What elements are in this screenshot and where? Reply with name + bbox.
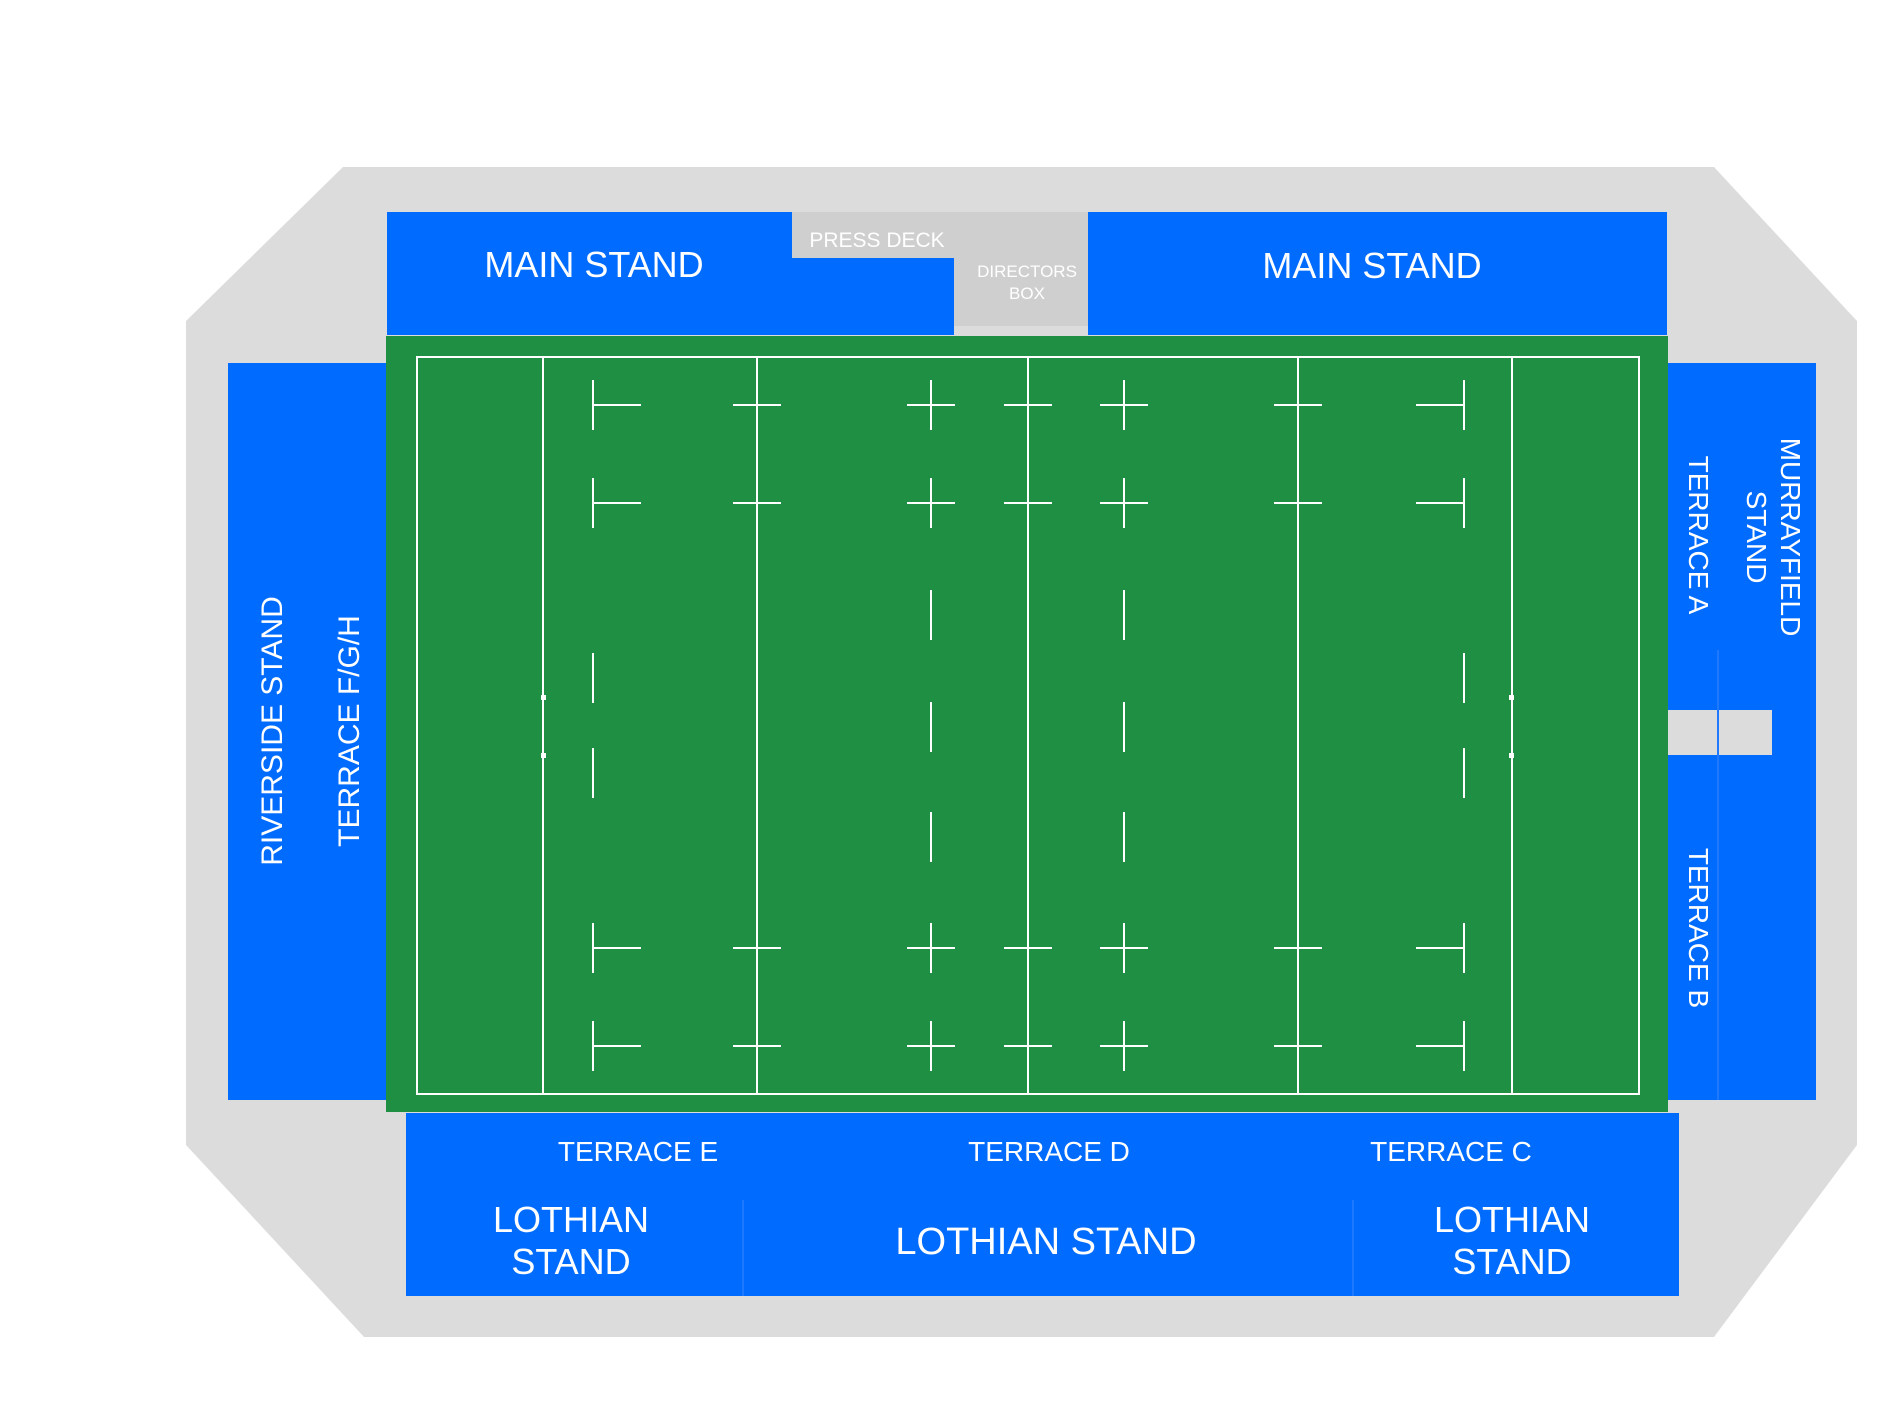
lothian-stand-right-section[interactable]: LOTHIAN STAND (1353, 1113, 1679, 1296)
lothian-stand-center-label: LOTHIAN STAND (895, 1221, 1196, 1263)
main-stand-left-section[interactable]: MAIN STAND (387, 212, 954, 335)
murrayfield-stand-label-line2: STAND (1741, 491, 1772, 584)
terrace-a-section[interactable]: TERRACE A (1667, 363, 1722, 710)
rugby-pitch (386, 336, 1668, 1112)
main-stand-left-label: MAIN STAND (484, 244, 703, 285)
riverside-stand-section[interactable]: RIVERSIDE STAND (228, 363, 386, 1100)
terrace-a-label: TERRACE A (1683, 456, 1714, 615)
lothian-stand-center-section[interactable]: LOTHIAN STAND (743, 1113, 1353, 1296)
terrace-e-label[interactable]: TERRACE E (558, 1136, 718, 1167)
directors-box-section[interactable]: DIRECTORS BOX (954, 222, 1088, 326)
directors-box-label-line1: DIRECTORS (977, 262, 1077, 281)
terrace-fgh-section[interactable]: TERRACE F/G/H (333, 615, 366, 847)
murrayfield-stand-label-line1: MURRAYFIELD (1775, 438, 1806, 637)
terrace-fgh-label: TERRACE F/G/H (333, 615, 366, 847)
terrace-b-label: TERRACE B (1683, 848, 1714, 1008)
press-deck-section[interactable]: PRESS DECK (792, 212, 1088, 258)
lothian-stand-right-label-line2: STAND (1452, 1241, 1571, 1282)
riverside-stand-label: RIVERSIDE STAND (256, 596, 289, 866)
directors-box-label-line2: BOX (1009, 284, 1045, 303)
lothian-stand-left-label-line2: STAND (511, 1241, 630, 1282)
main-stand-right-section[interactable]: MAIN STAND (1088, 212, 1667, 335)
terrace-b-section[interactable]: TERRACE B (1667, 755, 1722, 1100)
terrace-c-label[interactable]: TERRACE C (1370, 1136, 1532, 1167)
lothian-stand-left-label-line1: LOTHIAN (493, 1199, 649, 1240)
lothian-stand-left-section[interactable]: LOTHIAN STAND (406, 1113, 743, 1296)
east-tunnel (1667, 710, 1772, 755)
murrayfield-stand-section[interactable]: MURRAYFIELD STAND (1718, 363, 1816, 1100)
main-stand-right-label: MAIN STAND (1262, 245, 1481, 286)
press-deck-label: PRESS DECK (809, 229, 944, 252)
terrace-d-label[interactable]: TERRACE D (968, 1136, 1130, 1167)
lothian-stand-right-label-line1: LOTHIAN (1434, 1199, 1590, 1240)
